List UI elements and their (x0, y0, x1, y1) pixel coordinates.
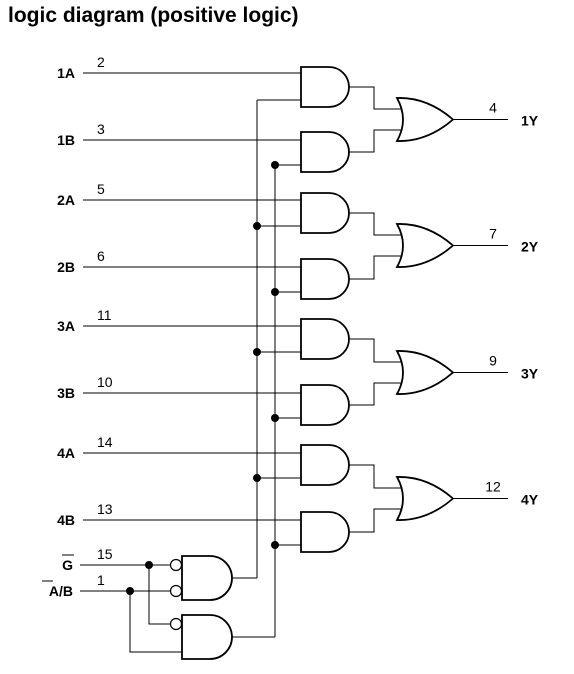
and-to-or-wire-3y-2 (349, 382, 405, 406)
pin-number-13: 13 (97, 501, 113, 517)
pin-number-9: 9 (489, 353, 497, 369)
or-gate-4y (395, 476, 455, 521)
and-gate-1b (300, 131, 350, 173)
and-to-or-wire-1y-2 (349, 129, 405, 153)
input-label-1a: 1A (57, 65, 75, 81)
and-gate-3a (300, 318, 350, 360)
inverter-bubble-ab-upper (169, 584, 183, 598)
and-to-or-wire-1y-1 (349, 86, 405, 110)
pin-number-2: 2 (97, 54, 105, 70)
pin-number-1: 1 (97, 572, 105, 588)
ab-input-label: A/B (49, 583, 73, 599)
and-gate-1a (300, 66, 350, 108)
input-label-2b: 2B (57, 259, 75, 275)
input-label-4a: 4A (57, 445, 75, 461)
and-gate-4a (300, 444, 350, 486)
pin-number-6: 6 (97, 248, 105, 264)
output-label-4y: 4Y (521, 492, 539, 508)
and-gate-2a (300, 192, 350, 234)
output-label-1y: 1Y (521, 113, 539, 129)
inverter-bubble-g-lower (169, 617, 183, 631)
and-to-or-wire-2y-2 (349, 255, 405, 280)
and-to-or-wire-4y-1 (349, 464, 405, 489)
pin-number-11: 11 (97, 307, 112, 323)
input-label-3b: 3B (57, 385, 75, 401)
input-label-1b: 1B (57, 132, 75, 148)
and-gate-3b (300, 384, 350, 426)
pin-number-4: 4 (489, 100, 497, 116)
or-gate-2y (395, 223, 455, 268)
pin-number-12: 12 (485, 479, 501, 495)
inverter-bubble-g-upper (169, 558, 183, 572)
pin-number-3: 3 (97, 121, 105, 137)
input-label-2a: 2A (57, 192, 75, 208)
ab-to-lower-gate-wire (129, 591, 182, 653)
pin-number-15: 15 (97, 546, 113, 562)
pin-number-10: 10 (97, 374, 113, 390)
or-gate-3y (395, 350, 455, 395)
pin-number-14: 14 (97, 434, 113, 450)
pin-number-5: 5 (97, 181, 105, 197)
diagram-title: logic diagram (positive logic) (8, 4, 299, 27)
output-label-2y: 2Y (521, 239, 539, 255)
and-to-or-wire-4y-2 (349, 508, 405, 533)
and-to-or-wire-2y-1 (349, 212, 405, 236)
input-label-4b: 4B (57, 512, 75, 528)
and-gate-2b (300, 258, 350, 300)
and-to-or-wire-3y-1 (349, 338, 405, 363)
g-to-lower-gate-wire (148, 565, 176, 625)
control-and-gate-upper (181, 555, 233, 601)
input-label-3a: 3A (57, 318, 75, 334)
control-and-gate-lower (181, 614, 233, 660)
pin-number-7: 7 (489, 226, 497, 242)
or-gate-1y (395, 97, 455, 142)
g-input-label: G (62, 557, 73, 573)
output-label-3y: 3Y (521, 366, 539, 382)
and-gate-4b (300, 511, 350, 553)
